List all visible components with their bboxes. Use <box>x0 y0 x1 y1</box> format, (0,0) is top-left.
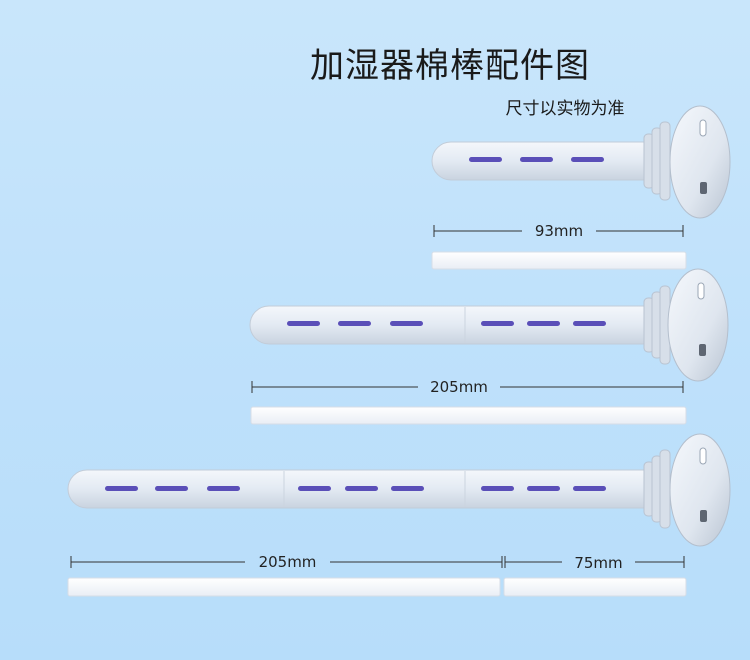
vent-slot <box>298 486 331 491</box>
vent-slot <box>345 486 378 491</box>
humidifier-cap <box>643 433 731 547</box>
vent-slot <box>481 486 514 491</box>
vent-slot <box>105 486 138 491</box>
vent-slot <box>573 321 606 326</box>
dimension-line-75mm <box>504 556 685 568</box>
humidifier-cap <box>643 105 731 219</box>
vent-slot <box>527 321 560 326</box>
size-disclaimer: 尺寸以实物为准 <box>505 99 625 119</box>
cotton-rod-75mm <box>503 577 687 597</box>
vent-slot <box>391 486 424 491</box>
page-title: 加湿器棉棒配件图 <box>310 46 590 86</box>
vent-slot <box>520 157 553 162</box>
vent-slot <box>390 321 423 326</box>
humidifier-stick-short <box>431 105 731 219</box>
dimension-line-205mm-split <box>70 556 503 568</box>
dimension-label-205mm: 205mm <box>430 378 488 396</box>
humidifier-stick-medium <box>249 268 729 382</box>
dimension-label-75mm: 75mm <box>574 554 623 572</box>
dimension-line-93mm <box>433 225 684 237</box>
humidifier-cap <box>643 268 729 382</box>
cotton-rod-93mm <box>431 251 687 270</box>
vent-slot <box>338 321 371 326</box>
cotton-rod-205mm <box>67 577 501 597</box>
dimension-label-205mm: 205mm <box>258 553 317 571</box>
vent-slot <box>481 321 514 326</box>
vent-slot <box>571 157 604 162</box>
dimension-line-205mm <box>251 381 684 393</box>
vent-slot <box>155 486 188 491</box>
vent-slot <box>207 486 240 491</box>
humidifier-stick-long <box>67 433 731 547</box>
vent-slot <box>469 157 502 162</box>
dimension-label-93mm: 93mm <box>534 222 584 240</box>
cotton-rod-205mm <box>250 406 687 425</box>
vent-slot <box>287 321 320 326</box>
vent-slot <box>527 486 560 491</box>
vent-slot <box>573 486 606 491</box>
